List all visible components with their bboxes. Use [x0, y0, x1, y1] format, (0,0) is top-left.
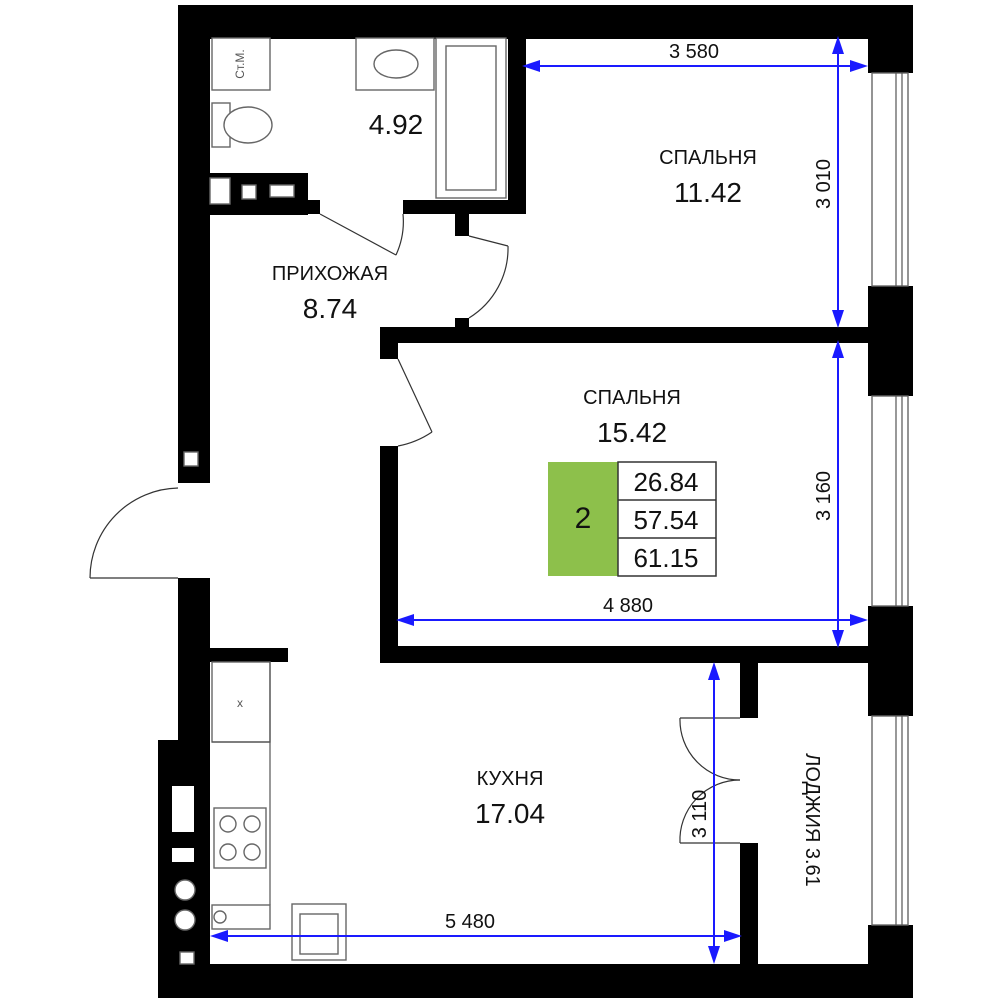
- bedroom2-name: СПАЛЬНЯ: [583, 387, 681, 409]
- area-summary: 2 26.84 57.54 61.15: [548, 461, 717, 577]
- dimension-lines: [210, 36, 868, 964]
- dimension-labels: 3 580 3 010 4 880 3 160 5 480 3 110: [445, 41, 835, 933]
- room-labels: 4.92 СПАЛЬНЯ 11.42 ПРИХОЖАЯ 8.74 СПАЛЬНЯ…: [272, 109, 823, 887]
- total-area: 57.54: [633, 505, 698, 535]
- hallway-area: 8.74: [303, 293, 358, 324]
- doors: [89, 213, 741, 844]
- hallway-name: ПРИХОЖАЯ: [272, 263, 388, 285]
- dim-kitchen-width: 5 480: [445, 911, 495, 933]
- rooms-count: 2: [575, 502, 592, 535]
- fridge-mark: x: [237, 696, 243, 710]
- bedroom2-area: 15.42: [597, 417, 667, 448]
- living-area: 26.84: [633, 467, 698, 497]
- dim-bedroom2-width: 4 880: [603, 595, 653, 617]
- windows: [871, 72, 909, 926]
- dim-bedroom1-width: 3 580: [669, 41, 719, 63]
- walls: [158, 5, 913, 998]
- rooms-count-badge: [548, 462, 618, 576]
- dim-kitchen-depth: 3 110: [689, 790, 711, 839]
- kitchen-fixtures: x: [172, 661, 347, 965]
- bedroom1-area: 11.42: [674, 177, 742, 208]
- loggia-label: ЛОДЖИЯ 3.61: [801, 753, 823, 887]
- bedroom1-name: СПАЛЬНЯ: [659, 147, 757, 169]
- dim-bedroom1-depth: 3 010: [813, 159, 835, 209]
- bathroom-area: 4.92: [369, 109, 424, 140]
- kitchen-area: 17.04: [475, 798, 545, 829]
- kitchen-name: КУХНЯ: [477, 768, 544, 790]
- dim-bedroom2-depth: 3 160: [813, 471, 835, 521]
- total-area-with-loggia: 61.15: [633, 543, 698, 573]
- bathroom-fixtures: Ст.М.: [183, 37, 507, 467]
- washer-label: Ст.М.: [233, 49, 247, 79]
